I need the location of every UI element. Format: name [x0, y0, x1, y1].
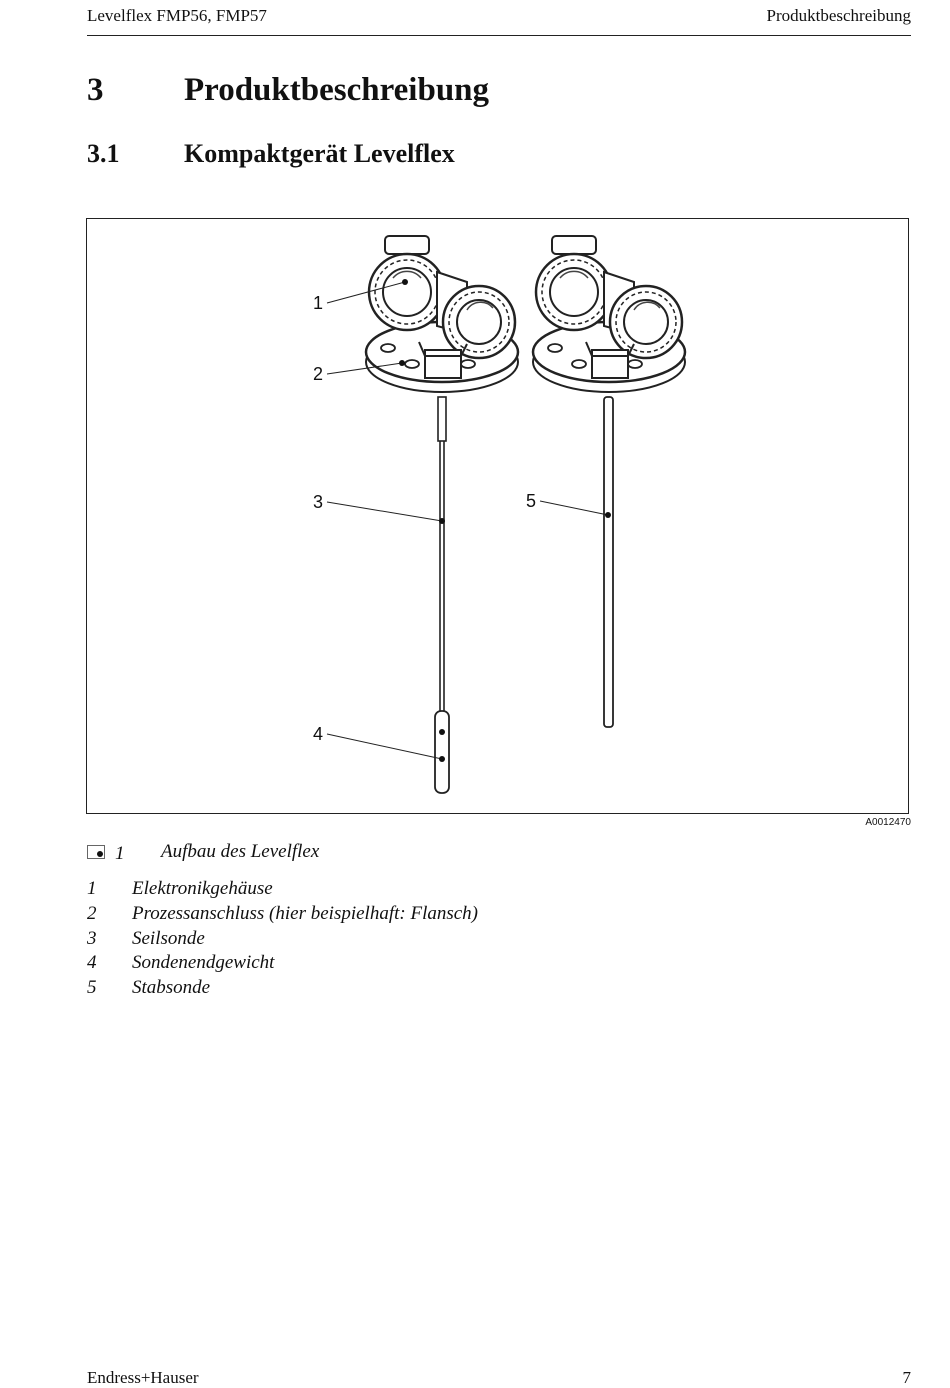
callout-3: 3: [313, 492, 445, 524]
legend-text: Elektronikgehäuse: [132, 878, 273, 899]
legend-number: 2: [87, 902, 97, 924]
legend-text: Sondenendgewicht: [132, 952, 275, 974]
chapter-title: Produktbeschreibung: [184, 72, 490, 108]
legend-item: 1 Elektronikgehäuse: [87, 878, 587, 903]
callout-4: 4: [313, 724, 445, 762]
levelflex-illustration: 1 2 3 4 5: [313, 234, 687, 794]
legend-text: Stabsonde: [132, 977, 211, 999]
legend-item: 2 Prozessanschluss (hier beispielhaft: F…: [87, 903, 587, 928]
rope-probe-device: [364, 234, 520, 794]
legend-item: 5 Stabsonde: [87, 977, 587, 1002]
rod-probe-device: [531, 234, 687, 728]
svg-text:3: 3: [313, 492, 323, 512]
figure-icon: [87, 845, 105, 859]
section-number: 3.1: [87, 139, 120, 168]
section-title: Kompaktgerät Levelflex: [184, 139, 455, 168]
legend-number: 1: [87, 878, 97, 899]
page-number: 7: [902, 1368, 912, 1387]
svg-text:4: 4: [313, 724, 323, 744]
figure-legend: 1 Elektronikgehäuse 2 Prozessanschluss (…: [87, 878, 587, 1002]
legend-number: 4: [87, 952, 97, 974]
svg-text:1: 1: [313, 293, 323, 313]
svg-text:2: 2: [313, 364, 323, 384]
svg-text:5: 5: [526, 491, 536, 511]
legend-number: 5: [87, 977, 97, 999]
running-header-title: Levelflex FMP56, FMP57: [87, 6, 267, 25]
callout-5: 5: [526, 491, 611, 518]
legend-number: 3: [87, 927, 97, 949]
legend-text: Prozessanschluss (hier beispielhaft: Fla…: [132, 902, 479, 924]
figure-frame: 1 2 3 4 5: [86, 218, 909, 814]
figure-number: 1: [115, 843, 125, 864]
callout-1: 1: [313, 279, 408, 313]
callout-2: 2: [313, 360, 405, 384]
chapter-number: 3: [87, 72, 104, 108]
header-divider: [87, 35, 911, 36]
image-reference-id: A0012470: [865, 817, 911, 828]
legend-item: 3 Seilsonde: [87, 928, 587, 953]
legend-text: Seilsonde: [132, 927, 205, 949]
footer-company: Endress+Hauser: [87, 1368, 199, 1387]
figure-caption: Aufbau des Levelflex: [161, 841, 320, 862]
running-header-section: Produktbeschreibung: [766, 6, 911, 25]
legend-item: 4 Sondenendgewicht: [87, 952, 587, 977]
